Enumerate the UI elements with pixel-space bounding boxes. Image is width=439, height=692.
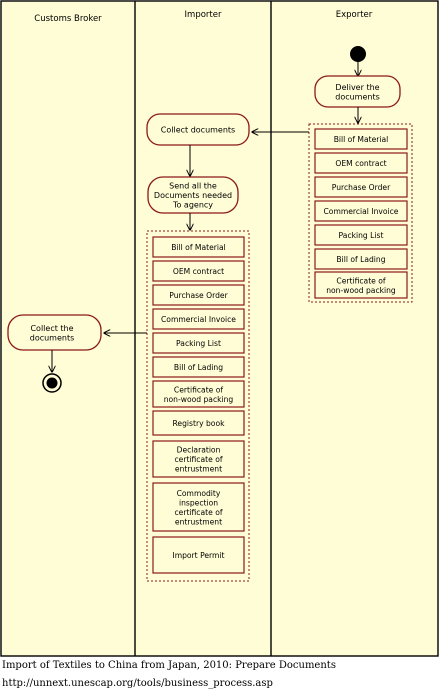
document-box <box>152 356 245 378</box>
document-box <box>314 224 408 246</box>
document-label: Commercial Invoice <box>161 315 236 324</box>
document-box <box>152 410 245 436</box>
label-line: Registry book <box>172 419 225 428</box>
label-line: Declaration <box>177 446 221 455</box>
label-line: Bill of Material <box>171 243 226 252</box>
activity-send-to-agency <box>147 176 239 214</box>
caption-url: http://unnext.unescap.org/tools/business… <box>2 678 273 689</box>
document-box <box>152 380 245 408</box>
document-box <box>152 260 245 282</box>
document-box <box>314 248 408 270</box>
label-line: Certificate of <box>336 276 386 285</box>
end-node-inner <box>46 377 58 389</box>
label-line: Documents needed <box>154 191 232 200</box>
label-line: OEM contract <box>335 159 386 168</box>
swimlane-diagram: Customs Broker Importer Exporter Deliver… <box>0 0 439 657</box>
document-label: Commercial Invoice <box>324 207 399 216</box>
label-line: Purchase Order <box>332 183 391 192</box>
lane-title-customs-broker: Customs Broker <box>34 14 102 24</box>
document-box <box>152 284 245 306</box>
document-label: Packing List <box>176 339 221 348</box>
document-box <box>152 308 245 330</box>
document-label: Bill of Lading <box>174 363 223 372</box>
label-line: Certificate of <box>174 385 224 394</box>
label-line: non-wood packing <box>326 286 396 295</box>
label-line: documents <box>335 92 380 101</box>
document-box <box>152 482 245 532</box>
label-line: Collect documents <box>161 126 235 135</box>
document-box <box>152 236 245 258</box>
label-line: Bill of Lading <box>174 363 223 372</box>
label-line: Bill of Lading <box>336 255 385 264</box>
lane-title-exporter: Exporter <box>336 10 373 20</box>
label-line: inspection <box>179 498 218 507</box>
document-label: Purchase Order <box>332 183 391 192</box>
lane-title-importer: Importer <box>185 10 222 20</box>
label-line: certificate of <box>174 455 222 464</box>
document-box <box>314 200 408 222</box>
label-line: entrustment <box>175 465 222 474</box>
document-label: Bill of Material <box>171 243 226 252</box>
activity-collect-documents-label: Collect documents <box>161 126 235 135</box>
document-box <box>314 128 408 150</box>
label-line: Import Permit <box>172 551 224 560</box>
document-label: OEM contract <box>173 267 224 276</box>
start-node <box>350 46 366 62</box>
label-line: Packing List <box>339 231 384 240</box>
activity-broker-collect <box>7 314 102 351</box>
label-line: Packing List <box>176 339 221 348</box>
label-line: Purchase Order <box>169 291 228 300</box>
label-line: OEM contract <box>173 267 224 276</box>
label-line: entrustment <box>175 517 222 526</box>
activity-collect-documents <box>146 113 250 146</box>
label-line: certificate of <box>174 508 222 517</box>
label-line: Commercial Invoice <box>324 207 399 216</box>
label-line: non-wood packing <box>164 395 234 404</box>
label-line: Commercial Invoice <box>161 315 236 324</box>
document-box <box>152 332 245 354</box>
label-line: Collect the <box>30 324 73 333</box>
label-line: Send all the <box>169 182 217 191</box>
document-label: OEM contract <box>335 159 386 168</box>
label-line: Commodity <box>177 489 221 498</box>
label-line: documents <box>30 333 75 342</box>
document-label: Bill of Lading <box>336 255 385 264</box>
document-box <box>314 271 408 299</box>
caption-title: Import of Textiles to China from Japan, … <box>2 660 336 671</box>
importer-documents-group <box>146 230 250 582</box>
document-label: Bill of Material <box>334 135 389 144</box>
document-box <box>152 536 245 574</box>
document-label: Packing List <box>339 231 384 240</box>
document-label: Registry book <box>172 419 225 428</box>
document-box <box>314 152 408 174</box>
document-label: Import Permit <box>172 551 224 560</box>
document-box <box>314 176 408 198</box>
label-line: Bill of Material <box>334 135 389 144</box>
label-line: Deliver the <box>335 83 379 92</box>
document-label: Purchase Order <box>169 291 228 300</box>
label-line: To agency <box>172 201 213 210</box>
exporter-documents-group <box>308 123 413 303</box>
document-box <box>152 440 245 478</box>
